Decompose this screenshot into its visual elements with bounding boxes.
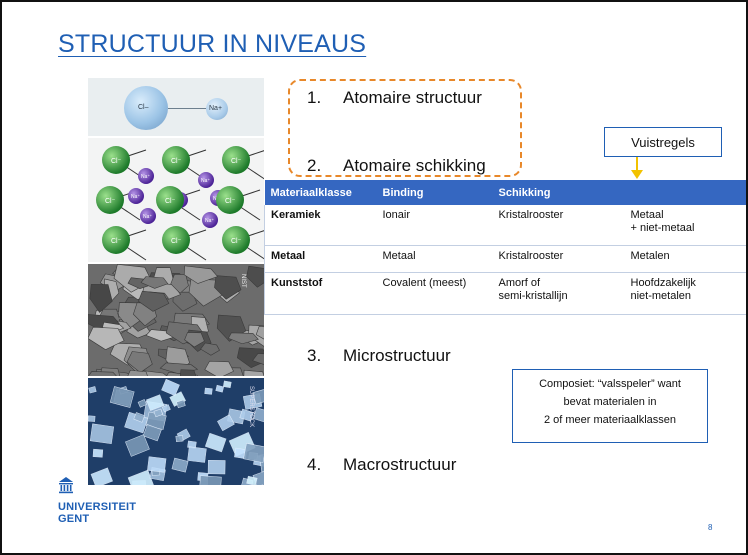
level-item-1: 1.Atomaire structuur [307,88,482,107]
table-header-row: Materiaalklasse Binding Schikking [264,180,746,205]
chloride-sphere [162,146,190,174]
chloride-sphere [162,226,190,254]
cell-schikking: Amorf of semi-kristallijn [492,272,625,315]
nacl-lattice-graphic: Na⁺Na⁺Na⁺Na⁺Na⁺Na⁺Na⁺Na⁺Na⁺Cl⁻Cl⁻Cl⁻Cl⁻C… [96,146,267,261]
header-schikking: Schikking [492,180,625,205]
microstructure-image: NIST [84,264,295,398]
composiet-note: Composiet: “valsspeler” want bevat mater… [512,369,708,443]
svg-text:Cl⁻: Cl⁻ [231,158,242,165]
chloride-ion [124,86,168,130]
composiet-line-1: Composiet: “valsspeler” want [539,378,681,390]
grain-micrograph [84,264,295,398]
page-number: 8 [708,523,713,532]
sodium-sphere [198,172,214,188]
cell-schikking: Kristalrooster [492,245,625,273]
materials-table: Materiaalklasse Binding Schikking Kerami… [264,180,746,315]
chloride-sphere [102,226,130,254]
sodium-label: Na+ [209,105,223,112]
cell-schikking: Kristalrooster [492,205,625,246]
university-building-icon [59,477,73,494]
chloride-sphere [222,146,250,174]
ionic-bond-line [168,108,206,109]
svg-text:Cl⁻: Cl⁻ [105,198,116,205]
table-row: Kunststof Covalent (meest) Amorf of semi… [264,272,746,315]
chloride-sphere [156,186,184,214]
svg-text:Cl⁻: Cl⁻ [111,158,122,165]
highlight-dashed-box [288,79,522,177]
header-materiaalklasse: Materiaalklasse [264,180,377,205]
svg-text:Na⁺: Na⁺ [143,214,152,220]
sodium-ion [206,98,228,120]
level-item-4: 4.Macrostructuur [307,455,457,474]
svg-text:Na⁺: Na⁺ [141,174,150,180]
svg-text:Cl⁻: Cl⁻ [171,238,182,245]
composiet-line-2: bevat materialen in [563,396,657,408]
sodium-sphere [140,208,156,224]
svg-text:Na⁺: Na⁺ [205,218,214,224]
micrograph-credit: NIST [240,274,246,288]
chloride-sphere [96,186,124,214]
table-row: Metaal Metaal Kristalrooster Metalen [264,245,746,273]
cell-class: Keramiek [264,205,377,246]
cell-composition: Metalen [624,245,746,273]
cell-binding: Covalent (meest) [376,272,493,315]
crystal-lattice-image: Na⁺Na⁺Na⁺Na⁺Na⁺Na⁺Na⁺Na⁺Na⁺Cl⁻Cl⁻Cl⁻Cl⁻C… [88,138,267,262]
slide-title: STRUCTUUR IN NIVEAUS [58,30,367,58]
logo-line-2: GENT [58,513,90,525]
callout-arrow-line [636,157,638,172]
salt-crystals-photo [87,378,283,495]
photo-credit: SUPERSTOCK [248,386,254,428]
cell-composition: Metaal + niet-metaal [624,205,746,246]
cell-class: Kunststof [264,272,377,315]
ion-pair-image: Cl– Na+ [88,78,264,136]
cell-binding: Ionair [376,205,493,246]
svg-text:Cl⁻: Cl⁻ [231,238,242,245]
svg-text:Cl⁻: Cl⁻ [111,238,122,245]
chloride-sphere [102,146,130,174]
sodium-sphere [128,188,144,204]
svg-text:Na⁺: Na⁺ [201,178,210,184]
sodium-sphere [202,212,218,228]
level-item-2: 2.Atomaire schikking [307,156,486,175]
logo-line-1: UNIVERSITEIT [58,501,137,513]
cell-class: Metaal [264,245,377,273]
header-binding: Binding [376,180,493,205]
cell-binding: Metaal [376,245,493,273]
level-item-3: 3.Microstructuur [307,346,451,365]
chloride-label: Cl– [138,104,149,111]
chloride-sphere [222,226,250,254]
table-row: Keramiek Ionair Kristalrooster Metaal + … [264,205,746,246]
composiet-line-3: 2 of meer materiaalklassen [543,414,677,426]
svg-text:Na⁺: Na⁺ [131,194,140,200]
university-logo: UNIVERSITEIT GENT [58,476,136,525]
vuistregels-callout: Vuistregels [604,127,722,157]
sodium-sphere [138,168,154,184]
svg-text:Cl⁻: Cl⁻ [171,158,182,165]
macrostructure-image: SUPERSTOCK [87,378,283,495]
cell-composition: Hoofdzakelijk niet-metalen [624,272,746,315]
chloride-sphere [216,186,244,214]
header-empty [624,180,746,205]
arrow-down-icon [631,170,643,179]
svg-text:Cl⁻: Cl⁻ [165,198,176,205]
svg-text:Cl⁻: Cl⁻ [225,198,236,205]
